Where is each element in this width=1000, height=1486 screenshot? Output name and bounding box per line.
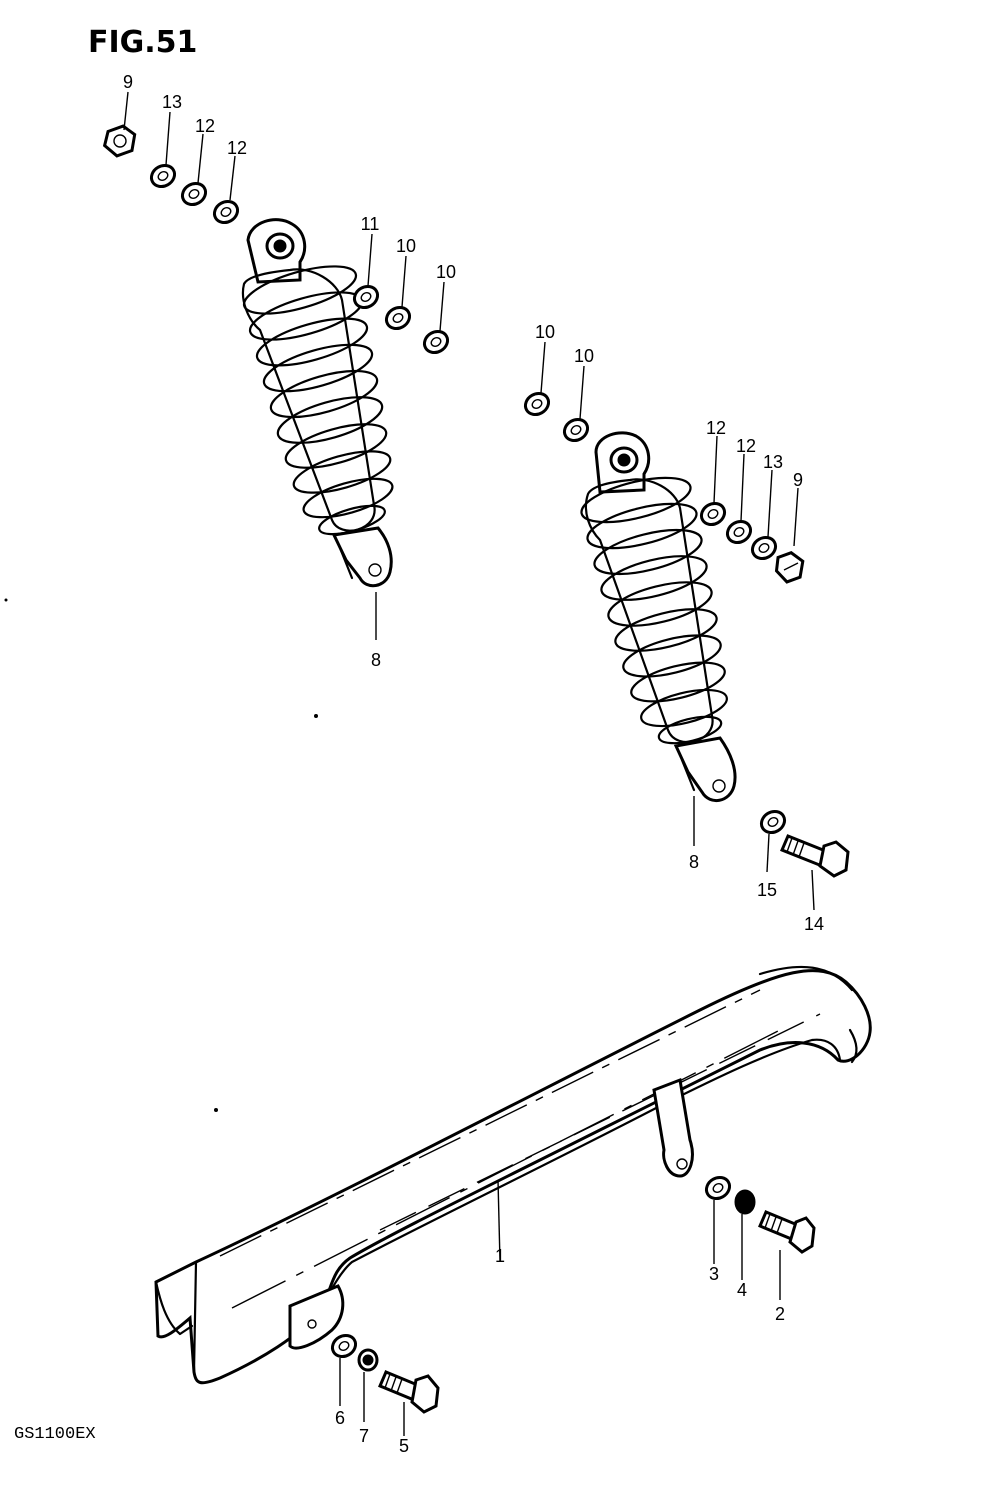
callout-9: 9 [793, 470, 803, 490]
nut-9-left [102, 124, 137, 158]
callout-8: 8 [371, 650, 381, 670]
callout-8: 8 [689, 852, 699, 872]
callout-3: 3 [709, 1264, 719, 1284]
bolt-14 [780, 834, 850, 878]
bolt-5 [378, 1370, 440, 1414]
washer-15 [756, 805, 790, 839]
callout-10: 10 [396, 236, 416, 256]
callout-14: 14 [804, 914, 824, 934]
washer-12-right-a [696, 497, 730, 531]
callout-12: 12 [195, 116, 215, 136]
washer-11 [349, 280, 383, 314]
shock-absorber-8-right [580, 431, 737, 802]
bolt-2 [758, 1210, 816, 1254]
callout-10: 10 [436, 262, 456, 282]
washer-12-left-b [209, 195, 243, 229]
nut-9-right [774, 551, 805, 584]
washer-10-c [520, 387, 554, 421]
washer-4 [734, 1189, 756, 1215]
chain-case-1 [154, 965, 872, 1385]
callout-12: 12 [736, 436, 756, 456]
callout-12: 12 [227, 138, 247, 158]
callout-15: 15 [757, 880, 777, 900]
callout-4: 4 [737, 1280, 747, 1300]
washer-10-b [419, 325, 453, 359]
washer-3 [701, 1171, 735, 1205]
callout-10: 10 [574, 346, 594, 366]
washer-13-right [747, 531, 781, 565]
washer-6 [327, 1329, 361, 1363]
callout-5: 5 [399, 1436, 409, 1456]
callout-7: 7 [359, 1426, 369, 1446]
washer-12-right-b [722, 515, 756, 549]
washer-10-a [381, 301, 415, 335]
washer-7 [357, 1348, 379, 1372]
callout-1: 1 [495, 1246, 505, 1266]
washer-13-left [146, 159, 180, 193]
callout-10: 10 [535, 322, 555, 342]
callout-11: 11 [361, 214, 380, 234]
washer-12-left-a [177, 177, 211, 211]
figure-title: FIG.51 [88, 25, 197, 60]
washer-10-d [559, 413, 593, 447]
callout-12: 12 [706, 418, 726, 438]
callout-13: 13 [162, 92, 182, 112]
callout-2: 2 [775, 1304, 785, 1324]
shock-absorber-8-left [241, 218, 394, 588]
callout-13: 13 [763, 452, 783, 472]
callout-6: 6 [335, 1408, 345, 1428]
model-code: GS1100EX [14, 1425, 96, 1444]
callout-9: 9 [123, 72, 133, 92]
